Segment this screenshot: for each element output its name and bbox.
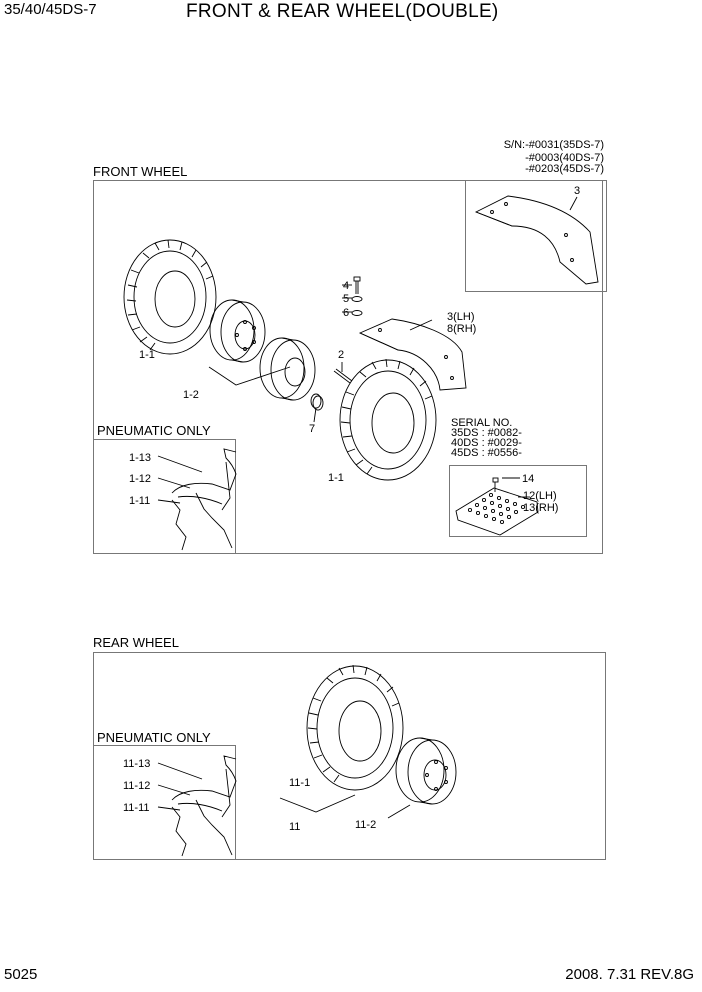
label-part-1-1-left: 1-1 [139,349,155,361]
front-pneumatic-frame [93,439,236,554]
front-rim-drawing [209,299,316,401]
label-part-11-1: 11-1 [289,777,310,789]
serial-block-line: 35DS : #0082- [451,427,522,439]
serial-note: S/N:-#0031(35DS-7) -#0003(40DS-7) -#0203… [504,140,604,175]
label-part-1-12: 1-12 [129,473,151,485]
label-part-4: 4 [343,280,349,292]
label-part-11-12: 11-12 [123,780,150,792]
bolt-washers-drawing [342,276,363,316]
label-part-5: 5 [343,293,349,305]
stud-drawing [333,362,353,384]
step-plate-drawing [455,477,539,536]
serial-block-line: 40DS : #0029- [451,437,522,449]
label-part-3-inset: 3 [574,185,580,197]
label-part-12-lh: 12(LH) [523,490,557,502]
serial-note-line: S/N:-#0031(35DS-7) [503,139,604,151]
rear-wheel-heading: REAR WHEEL [93,635,179,650]
rear-rim-drawing [395,737,457,805]
label-part-2: 2 [338,349,344,361]
serial-block-line: 45DS : #0556- [451,447,522,459]
label-part-11-13: 11-13 [123,758,150,770]
rear-tire-drawing [306,664,404,791]
front-wheel-frame [93,180,603,554]
rear-pneumatic-heading: PNEUMATIC ONLY [97,730,211,745]
label-part-7: 7 [309,423,315,435]
fender-inset-drawing [474,195,599,285]
label-part-11: 11 [289,821,300,833]
serial-note-line: -#0003(40DS-7) [525,152,604,164]
leader-11-2 [387,804,411,819]
step-plate-frame [449,465,587,537]
fender-inset-frame [465,180,607,292]
label-part-1-2: 1-2 [183,389,199,401]
page-title: FRONT & REAR WHEEL(DOUBLE) [186,1,499,22]
fender-drawing [358,318,467,391]
label-part-1-13: 1-13 [129,452,151,464]
label-part-1-11: 1-11 [129,495,150,507]
label-part-11-2: 11-2 [355,819,376,831]
front-wheel-heading: FRONT WHEEL [93,164,188,179]
label-part-13-rh: 13(RH) [523,502,558,514]
label-part-14: 14 [522,473,534,485]
serial-block-line: SERIAL NO. [451,417,513,429]
front-pneumatic-heading: PNEUMATIC ONLY [97,423,211,438]
rear-pneumatic-frame [93,745,236,860]
label-part-8-rh: 8(RH) [447,323,476,335]
label-part-6: 6 [343,307,349,319]
front-tire-left-drawing [123,239,217,355]
page-number: 5025 [4,966,38,983]
nut-drawing [310,393,324,423]
front-tire-right-drawing [339,358,437,481]
revision-date: 2008. 7.31 REV.8G [565,966,694,983]
front-pneumatic-drawing [157,448,237,551]
leader-1-2 [208,366,291,386]
serial-note-line: -#0203(45DS-7) [525,163,604,175]
leader-11 [279,794,356,813]
label-part-1-1-right: 1-1 [328,472,344,484]
serial-block: SERIAL NO. 35DS : #0082- 40DS : #0029- 4… [451,417,522,459]
model-code: 35/40/45DS-7 [4,1,97,18]
label-part-3-lh: 3(LH) [447,311,475,323]
rear-pneumatic-drawing [157,755,237,857]
label-part-11-11: 11-11 [123,802,150,814]
